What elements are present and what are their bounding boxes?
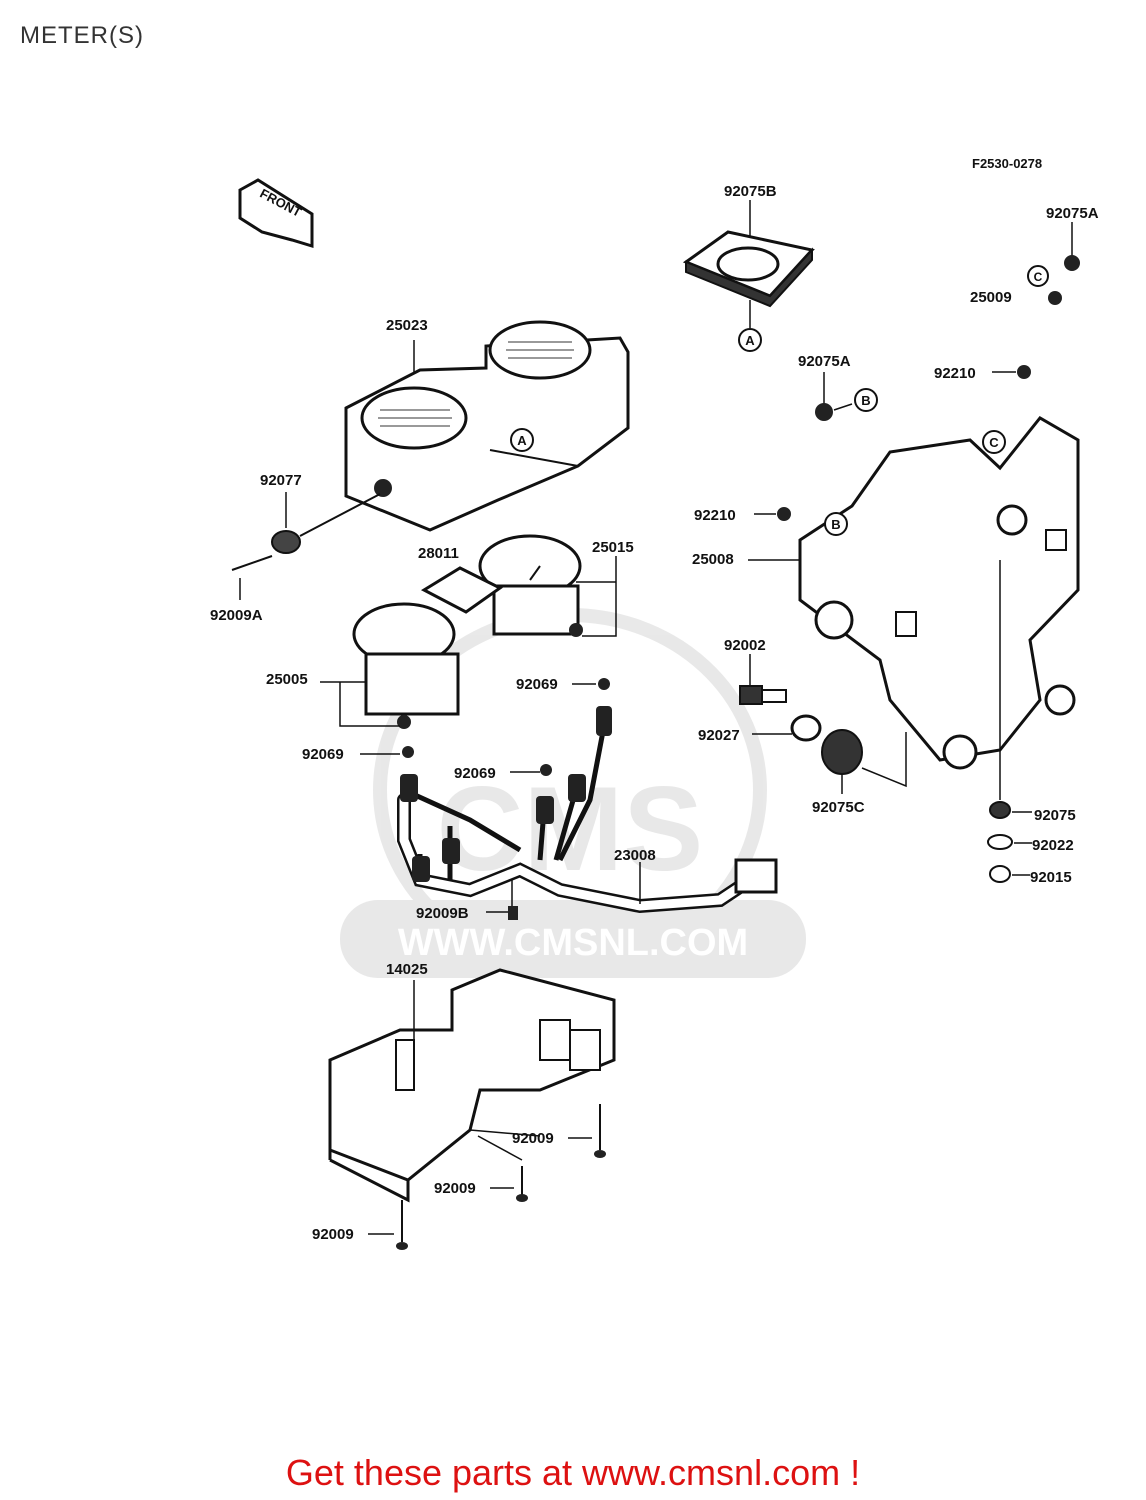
label-92069-a: 92069	[516, 676, 558, 693]
label-92210-top: 92210	[934, 365, 976, 382]
nut-92210-mid	[777, 507, 791, 521]
label-92009-a: 92009	[512, 1130, 554, 1147]
label-92069-c: 92069	[454, 765, 496, 782]
trip-knob-92077	[231, 492, 381, 600]
svg-text:A: A	[745, 333, 755, 348]
label-92075: 92075	[1034, 807, 1076, 824]
label-92015: 92015	[1030, 869, 1072, 886]
svg-text:B: B	[861, 393, 870, 408]
nut-92210-top	[1017, 365, 1031, 379]
wiring-harness-23008	[397, 725, 778, 914]
svg-text:C: C	[1034, 270, 1043, 284]
front-arrow-icon: FRONT	[238, 178, 314, 249]
watermark-url: WWW.CMSNL.COM	[398, 922, 748, 964]
callout-b-bracket: B	[824, 512, 848, 536]
label-92069-b: 92069	[302, 746, 344, 763]
label-92009-b: 92009	[434, 1180, 476, 1197]
label-23008: 23008	[614, 847, 656, 864]
cover-screws	[368, 1104, 606, 1250]
page-title: METER(S)	[20, 22, 144, 49]
meter-assembly	[320, 534, 617, 729]
callout-b-grommet: B	[854, 388, 878, 412]
label-92027: 92027	[698, 727, 740, 744]
label-14025: 14025	[386, 961, 428, 978]
screw-92009B	[508, 906, 518, 920]
svg-text:A: A	[517, 433, 527, 448]
svg-text:B: B	[831, 517, 840, 532]
label-92022: 92022	[1032, 837, 1074, 854]
label-25005: 25005	[266, 671, 308, 688]
label-28011: 28011	[418, 545, 459, 562]
label-92075A-mid: 92075A	[798, 353, 851, 370]
label-92075C: 92075C	[812, 799, 865, 816]
washer-stack	[987, 801, 1032, 883]
callout-c-top: C	[1027, 265, 1049, 287]
label-92009B: 92009B	[416, 905, 469, 922]
mount-bolt-group	[739, 654, 907, 794]
label-92075B: 92075B	[724, 183, 777, 200]
diagram-code: F2530-0278	[972, 156, 1042, 171]
label-92002: 92002	[724, 637, 766, 654]
label-92210-mid: 92210	[694, 507, 736, 524]
label-25008: 25008	[692, 551, 734, 568]
watermark-band	[340, 900, 806, 978]
bulb-sockets	[400, 678, 612, 882]
label-25023: 25023	[386, 317, 428, 334]
label-92077: 92077	[260, 472, 302, 489]
grommet-92075A-mid	[815, 372, 853, 421]
label-25009: 25009	[970, 289, 1012, 306]
label-92009-c: 92009	[312, 1226, 354, 1243]
label-92009A: 92009A	[210, 607, 263, 624]
grommet-pad-92075B	[682, 200, 815, 328]
label-92075A-top: 92075A	[1046, 205, 1099, 222]
callout-c-bracket: C	[982, 430, 1006, 454]
harness-leader-lines	[360, 683, 641, 913]
svg-text:C: C	[989, 435, 999, 450]
callout-a-grommet: A	[738, 328, 762, 352]
footer-link[interactable]: Get these parts at www.cmsnl.com !	[285, 1452, 861, 1493]
meter-case-25023	[344, 320, 630, 532]
meter-bracket-25008	[748, 416, 1080, 800]
meter-cover-14025	[328, 968, 616, 1203]
callout-a-case: A	[510, 428, 534, 452]
label-25015: 25015	[592, 539, 634, 556]
nut-92075A-top	[1048, 222, 1080, 305]
